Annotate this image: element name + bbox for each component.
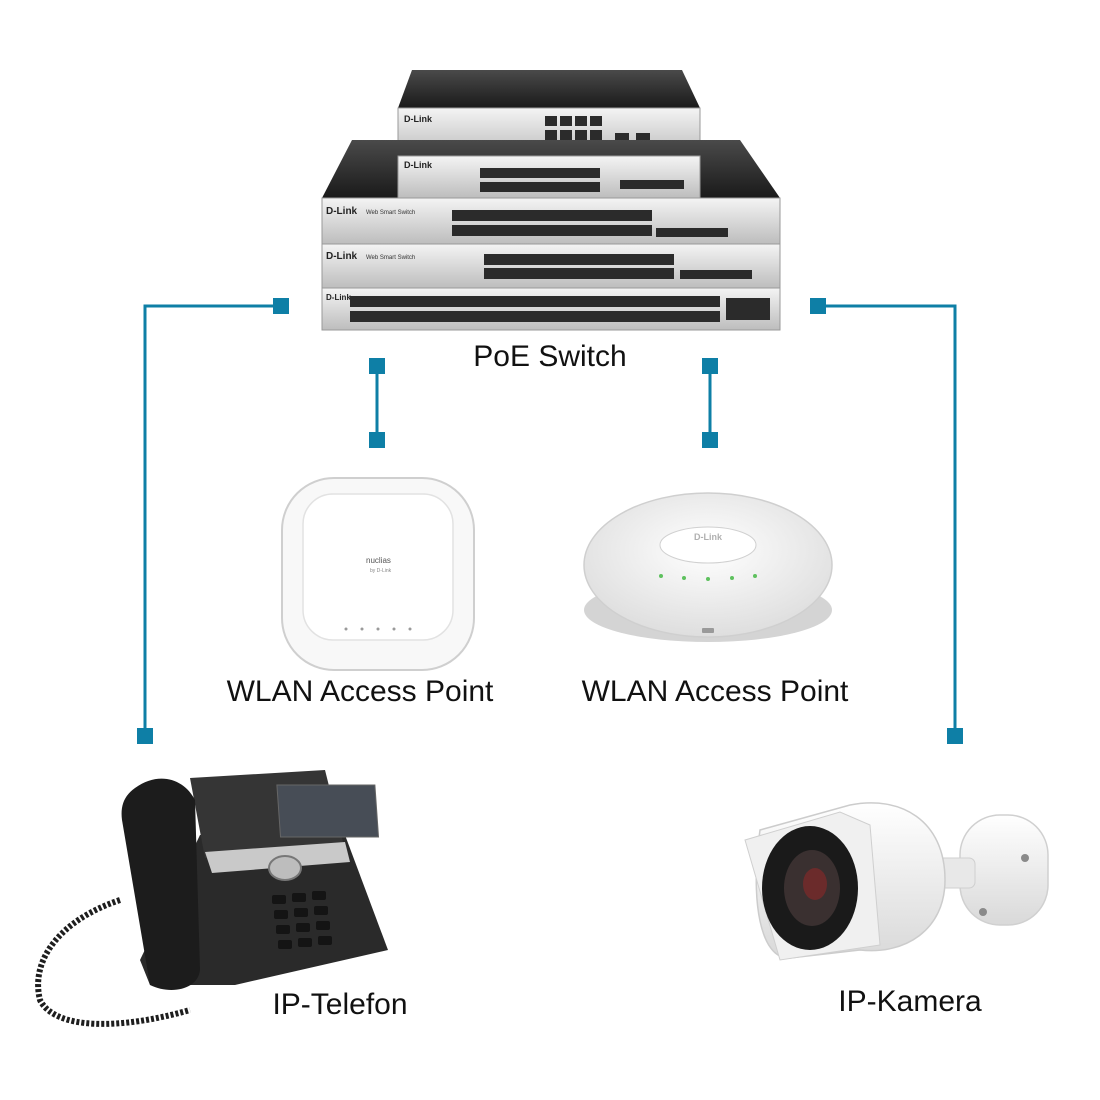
- access-point-left-label: WLAN Access Point: [226, 675, 494, 708]
- phone-keypad: [272, 891, 332, 949]
- camera-label: IP-Kamera: [838, 985, 982, 1018]
- connection-lines: [143, 304, 957, 736]
- ip-camera: [744, 802, 1049, 961]
- phone-cord: [35, 897, 191, 1027]
- switch-brand: D-Link: [404, 114, 433, 124]
- ap-brand: nuclias: [366, 556, 391, 565]
- connector-node: [369, 432, 385, 448]
- switch-brand: D-Link: [404, 160, 433, 170]
- access-point-right-label: WLAN Access Point: [581, 675, 849, 708]
- phone-handset: [121, 778, 200, 990]
- connector-switch-camera: [818, 304, 957, 736]
- poe-switch-stack: D-Link D-Link D-Link Web Smart Switch: [321, 70, 781, 331]
- connector-node: [273, 298, 289, 314]
- switch-brand: D-Link: [326, 206, 358, 217]
- ap-status-leds: [659, 574, 757, 581]
- connector-switch-phone: [143, 304, 281, 736]
- connector-node: [702, 432, 718, 448]
- connector-nodes: [137, 298, 963, 744]
- switch-label: PoE Switch: [473, 340, 627, 373]
- port-row: [350, 296, 770, 322]
- ap-subbrand: by D-Link: [370, 568, 392, 574]
- switch-brand: D-Link: [326, 293, 351, 302]
- port-row: [545, 116, 650, 141]
- ip-phone: [35, 770, 388, 1027]
- switch-unit: D-Link Web Smart Switch: [321, 243, 781, 289]
- switch-tag: Web Smart Switch: [366, 255, 415, 261]
- access-point-right: D-Link: [583, 492, 833, 642]
- port-row: [452, 210, 728, 237]
- connector-node: [947, 728, 963, 744]
- connector-node: [369, 358, 385, 374]
- ap-status-leds: [344, 627, 412, 631]
- connector-node: [702, 358, 718, 374]
- connector-node: [810, 298, 826, 314]
- switch-tag: Web Smart Switch: [366, 210, 415, 216]
- port-row: [480, 168, 684, 192]
- access-point-left: nuclias by D-Link: [281, 477, 475, 671]
- ap-brand: D-Link: [694, 532, 723, 542]
- switch-unit: D-Link: [321, 287, 781, 331]
- phone-label: IP-Telefon: [272, 988, 408, 1021]
- switch-unit: D-Link: [322, 140, 780, 199]
- connector-node: [137, 728, 153, 744]
- switch-brand: D-Link: [326, 251, 358, 262]
- port-row: [484, 254, 752, 279]
- switch-unit: D-Link Web Smart Switch: [321, 197, 781, 245]
